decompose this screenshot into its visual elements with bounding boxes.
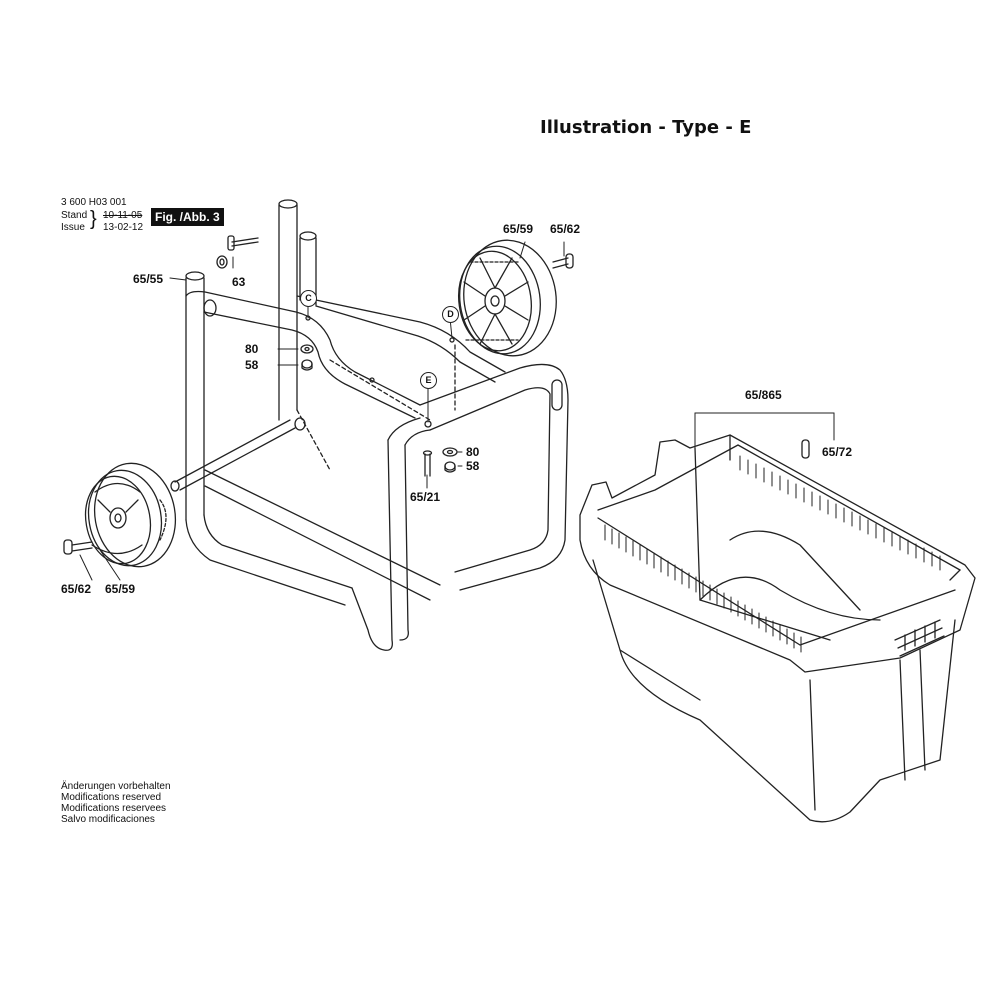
- callout-bolt-right: 65/62: [550, 222, 581, 236]
- collection-box: [579, 434, 976, 823]
- note-es: Salvo modificaciones: [61, 814, 155, 825]
- callout-wheel-right: 65/59: [503, 222, 534, 236]
- leader-lines: [79, 241, 835, 581]
- marker-d: D: [442, 306, 459, 323]
- callout-washer-right: 80: [466, 445, 480, 459]
- note-en: Modifications reserved: [61, 792, 162, 803]
- issue-date: 13-02-12: [103, 222, 144, 233]
- callout-pin: 65/72: [822, 445, 853, 459]
- brace-icon: }: [90, 208, 97, 230]
- callout-screw: 63: [232, 275, 246, 289]
- stand-date: 10-11-05: [103, 210, 143, 221]
- hardware-parts: [63, 235, 810, 555]
- callout-washer-left: 80: [245, 342, 259, 356]
- callout-frame: 65/55: [133, 272, 164, 286]
- modification-notes: Änderungen vorbehalten Modifications res…: [61, 781, 171, 825]
- note-de: Änderungen vorbehalten: [61, 781, 171, 792]
- doc-number: 3 600 H03 001: [61, 197, 127, 208]
- marker-e: E: [420, 372, 437, 389]
- callout-nut-right: 58: [466, 459, 480, 473]
- box-slots-front: [604, 524, 802, 653]
- callout-wheel-left: 65/59: [105, 582, 136, 596]
- callout-nut-left: 58: [245, 358, 259, 372]
- box-slots-back: [739, 455, 941, 571]
- page-title: Illustration - Type - E: [540, 117, 752, 138]
- callout-bolt-center: 65/21: [410, 490, 441, 504]
- wheel-right: [458, 239, 557, 357]
- callout-bolt-left: 65/62: [61, 582, 92, 596]
- wheel-left: [84, 462, 177, 568]
- callout-container: 65/865: [745, 388, 782, 402]
- cart-frame: [170, 199, 569, 651]
- marker-c: C: [300, 290, 317, 307]
- note-fr: Modifications reservees: [61, 803, 167, 814]
- stand-label: Stand: [61, 210, 88, 221]
- figure-badge: Fig. /Abb. 3: [151, 208, 224, 226]
- issue-label: Issue: [61, 222, 85, 233]
